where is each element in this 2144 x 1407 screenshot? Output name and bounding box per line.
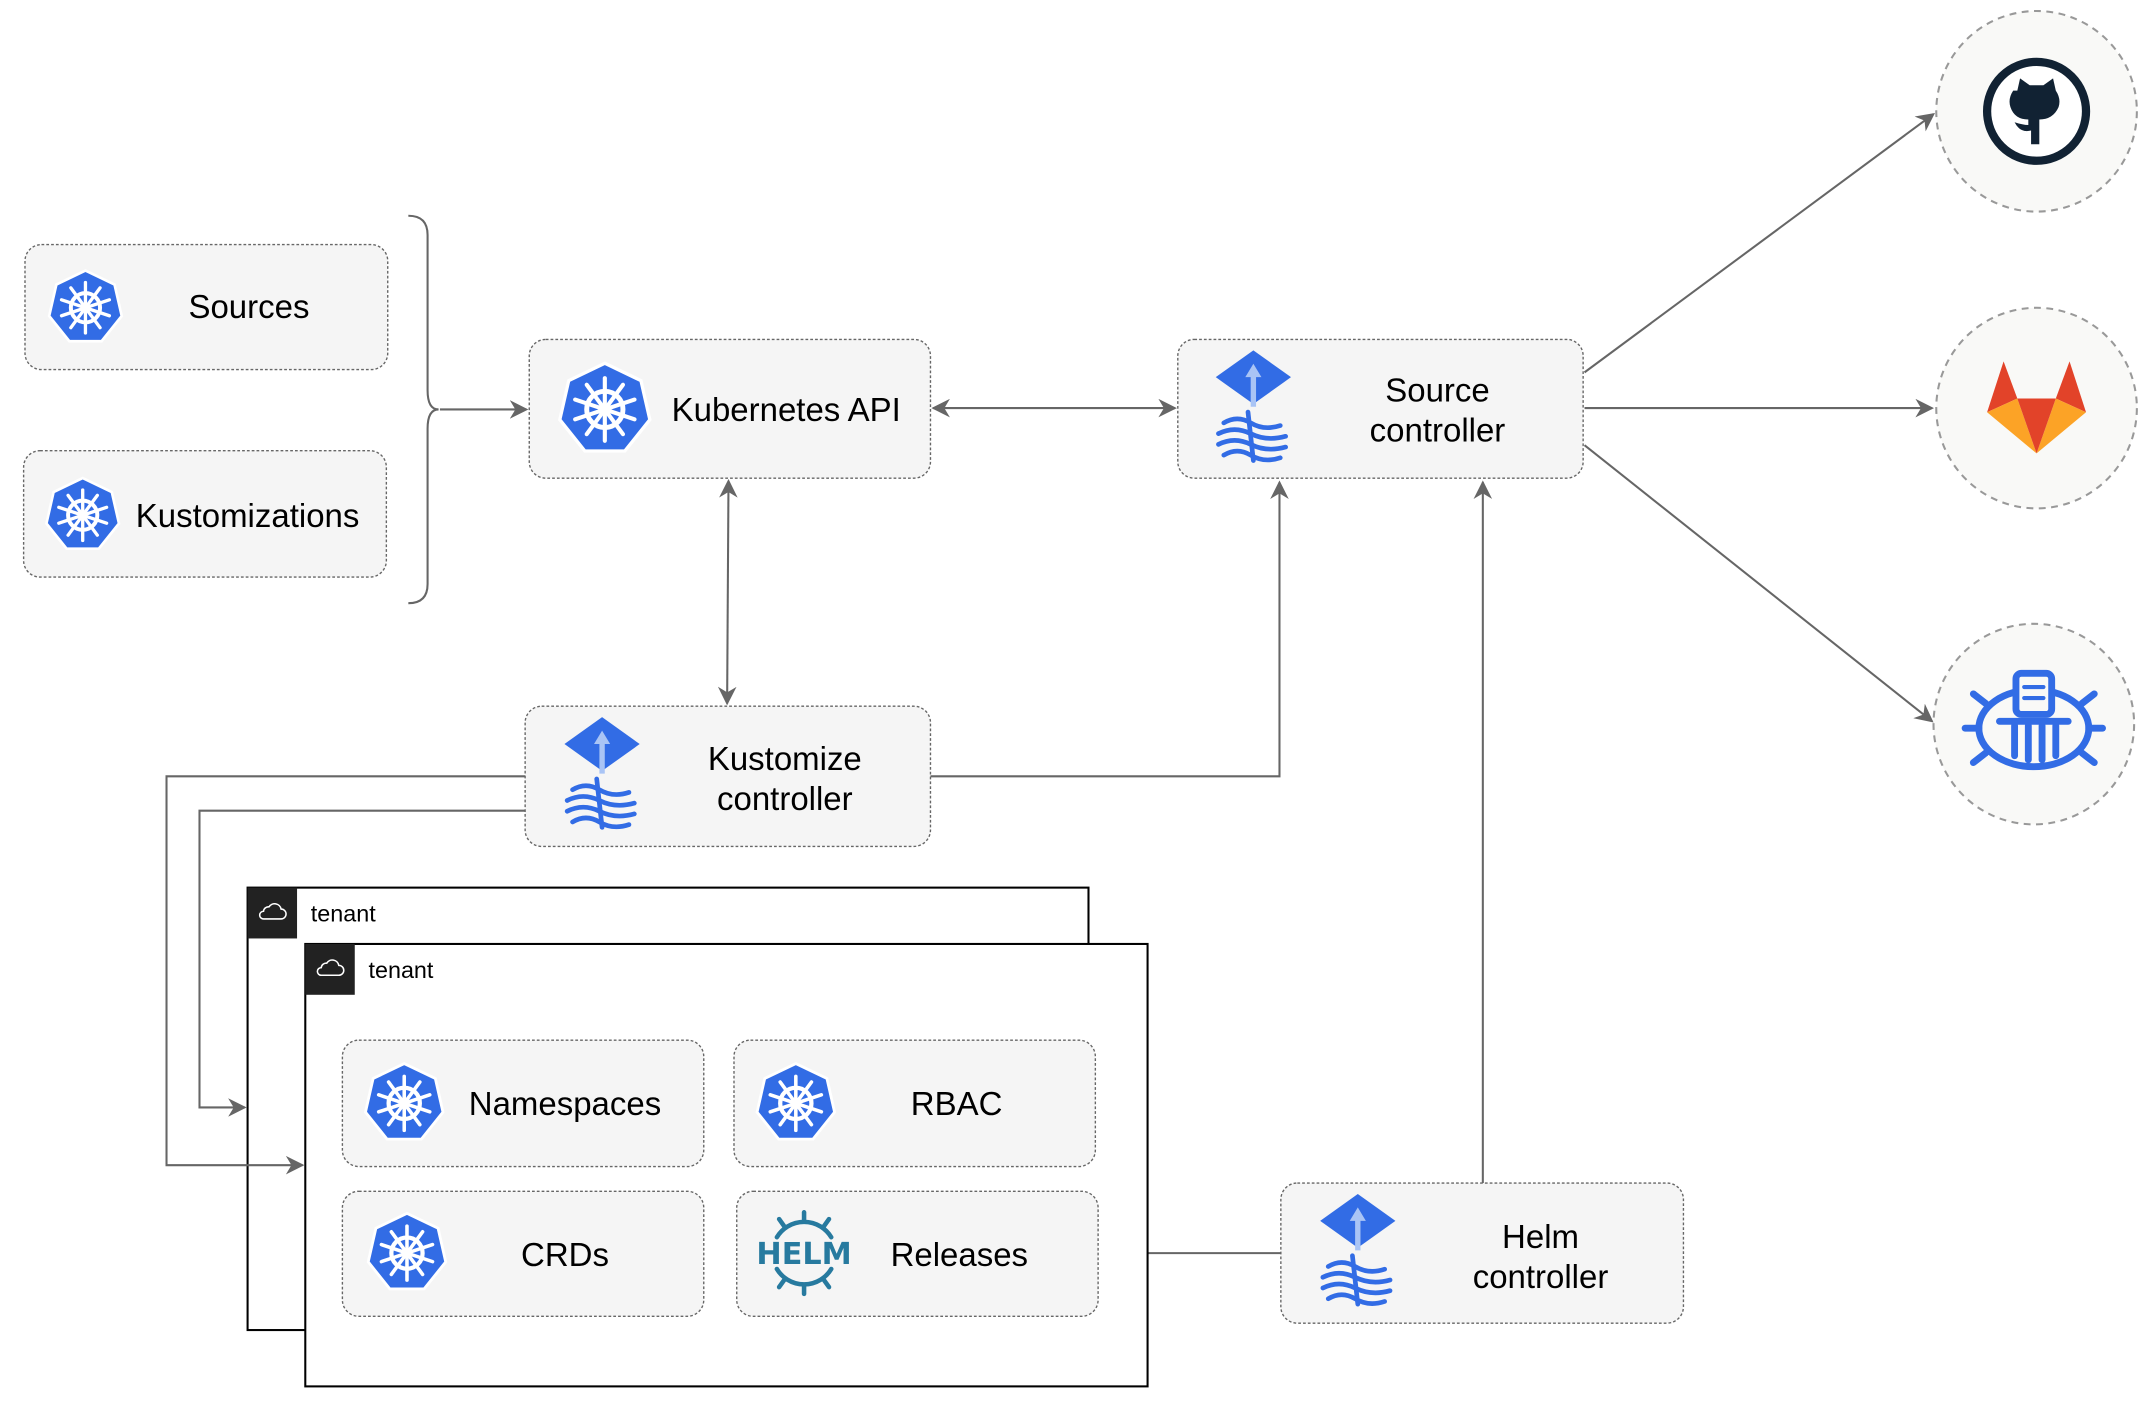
- node-sources[interactable]: Sources: [24, 243, 389, 371]
- external-gitlab[interactable]: [1935, 306, 2138, 510]
- tenant-label: tenant: [311, 901, 376, 927]
- edge-kustomize-to-tenant-front: [165, 775, 526, 1175]
- gitlab-icon: [1987, 361, 2087, 454]
- external-bucket[interactable]: [1932, 622, 2136, 826]
- tenant-label: tenant: [369, 957, 434, 983]
- github-icon: [1982, 57, 2091, 165]
- grouping-brace: [408, 214, 439, 605]
- external-github[interactable]: [1935, 9, 2138, 213]
- edge-source-to-bucket: [1583, 444, 1934, 723]
- node-label: CRDs: [521, 1236, 609, 1273]
- node-label: controller: [1473, 1258, 1609, 1295]
- edge-kustomize-to-source-controller: [930, 480, 1289, 778]
- node-label: Kubernetes API: [672, 391, 901, 428]
- node-label: RBAC: [911, 1085, 1003, 1122]
- node-label: Kustomize: [708, 740, 862, 777]
- node-label: Namespaces: [469, 1085, 661, 1122]
- bucket-icon: [1961, 669, 2106, 771]
- edge-kubernetes-api-kustomize-controller: [717, 479, 738, 706]
- node-label: controller: [717, 780, 853, 817]
- node-label: Sources: [188, 288, 309, 325]
- node-label: Helm: [1502, 1218, 1579, 1255]
- node-kubernetes-api[interactable]: Kubernetes API: [528, 338, 932, 479]
- node-namespaces[interactable]: Namespaces: [341, 1039, 705, 1168]
- svg-text:HELM: HELM: [756, 1237, 851, 1272]
- node-label: Releases: [891, 1236, 1028, 1273]
- node-helm-controller[interactable]: Helm controller: [1280, 1182, 1685, 1324]
- helm-icon: HELM: [756, 1212, 852, 1294]
- node-kustomizations[interactable]: Kustomizations: [22, 449, 388, 578]
- edge-kustomize-to-tenant-back: [198, 809, 526, 1117]
- node-label: Source: [1385, 372, 1489, 409]
- node-kustomize-controller[interactable]: Kustomize controller: [524, 705, 932, 848]
- edge-source-to-github: [1583, 112, 1936, 374]
- node-rbac[interactable]: RBAC: [733, 1039, 1097, 1168]
- node-source-controller[interactable]: Source controller: [1177, 338, 1584, 479]
- node-crds[interactable]: CRDs: [341, 1190, 705, 1318]
- node-label: Kustomizations: [136, 497, 360, 534]
- node-label: controller: [1370, 412, 1506, 449]
- node-releases[interactable]: HELM Releases: [736, 1190, 1099, 1318]
